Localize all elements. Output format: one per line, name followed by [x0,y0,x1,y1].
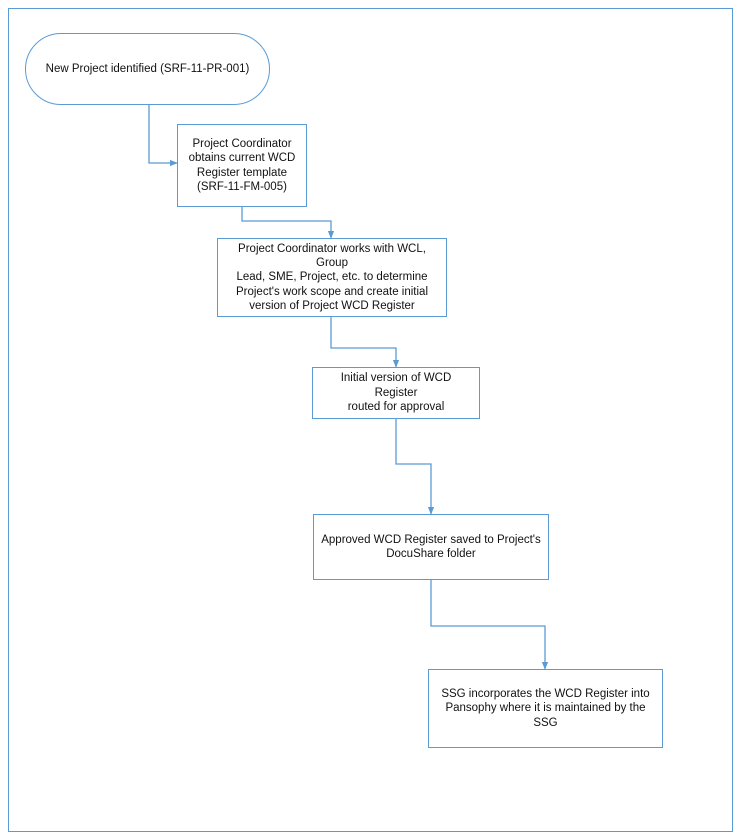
start-new-project-identified: New Project identified (SRF-11-PR-001) [25,33,270,105]
step-obtain-wcd-template: Project Coordinator obtains current WCD … [177,124,307,207]
connector-n4-n5 [395,419,435,515]
connector-n3-n4 [330,317,400,368]
diagram-frame [8,8,733,832]
connector-n5-n6 [430,580,549,670]
connector-n2-n3 [241,207,335,239]
connector-n1-n2 [148,105,178,167]
step-determine-work-scope: Project Coordinator works with WCL, Grou… [217,238,447,317]
step-ssg-incorporates-register: SSG incorporates the WCD Register into P… [428,669,663,748]
step-save-to-docushare: Approved WCD Register saved to Project's… [313,514,549,580]
step-route-for-approval: Initial version of WCD Register routed f… [312,367,480,419]
